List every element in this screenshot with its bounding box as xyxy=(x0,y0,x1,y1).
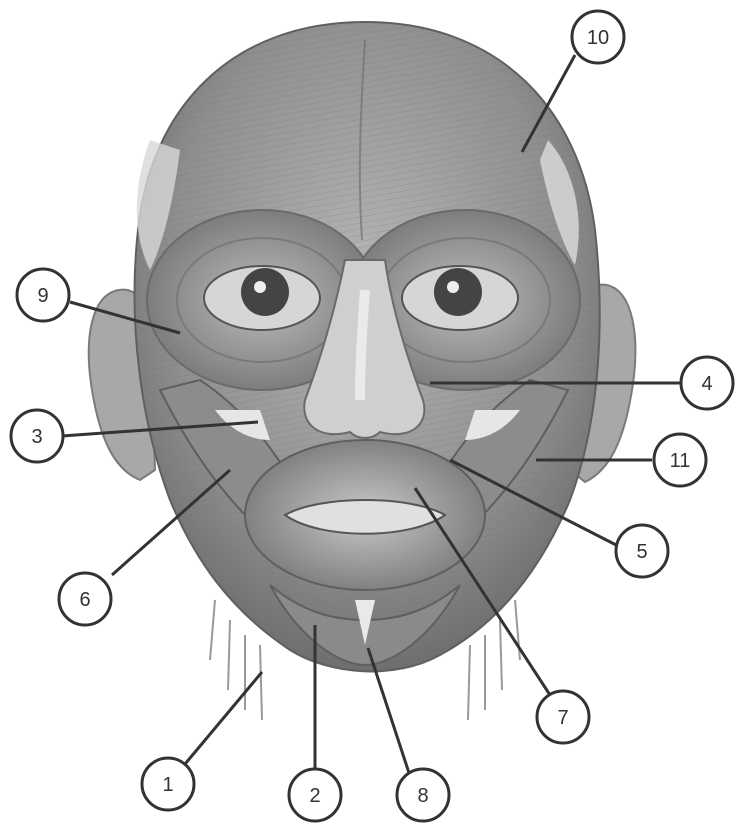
callout-label: 5 xyxy=(636,541,647,563)
callout-11: 11 xyxy=(654,434,706,486)
callout-label: 9 xyxy=(37,285,48,307)
orbicularis-oris xyxy=(245,440,485,590)
callout-10: 10 xyxy=(572,11,624,63)
callout-label: 10 xyxy=(587,27,609,49)
callout-label: 3 xyxy=(31,426,42,448)
callout-7: 7 xyxy=(537,691,589,743)
callout-label: 8 xyxy=(417,785,428,807)
callout-label: 7 xyxy=(557,707,568,729)
callout-8: 8 xyxy=(397,769,449,821)
callout-2: 2 xyxy=(289,769,341,821)
callout-label: 1 xyxy=(162,774,173,796)
leader-line-1 xyxy=(175,672,262,776)
callout-1: 1 xyxy=(142,758,194,810)
callout-5: 5 xyxy=(616,525,668,577)
callout-label: 2 xyxy=(309,785,320,807)
callout-label: 6 xyxy=(79,589,90,611)
callout-6: 6 xyxy=(59,573,111,625)
callout-3: 3 xyxy=(11,410,63,462)
callout-label: 11 xyxy=(670,450,691,472)
callout-4: 4 xyxy=(681,357,733,409)
callout-label: 4 xyxy=(701,373,712,395)
callout-9: 9 xyxy=(17,269,69,321)
